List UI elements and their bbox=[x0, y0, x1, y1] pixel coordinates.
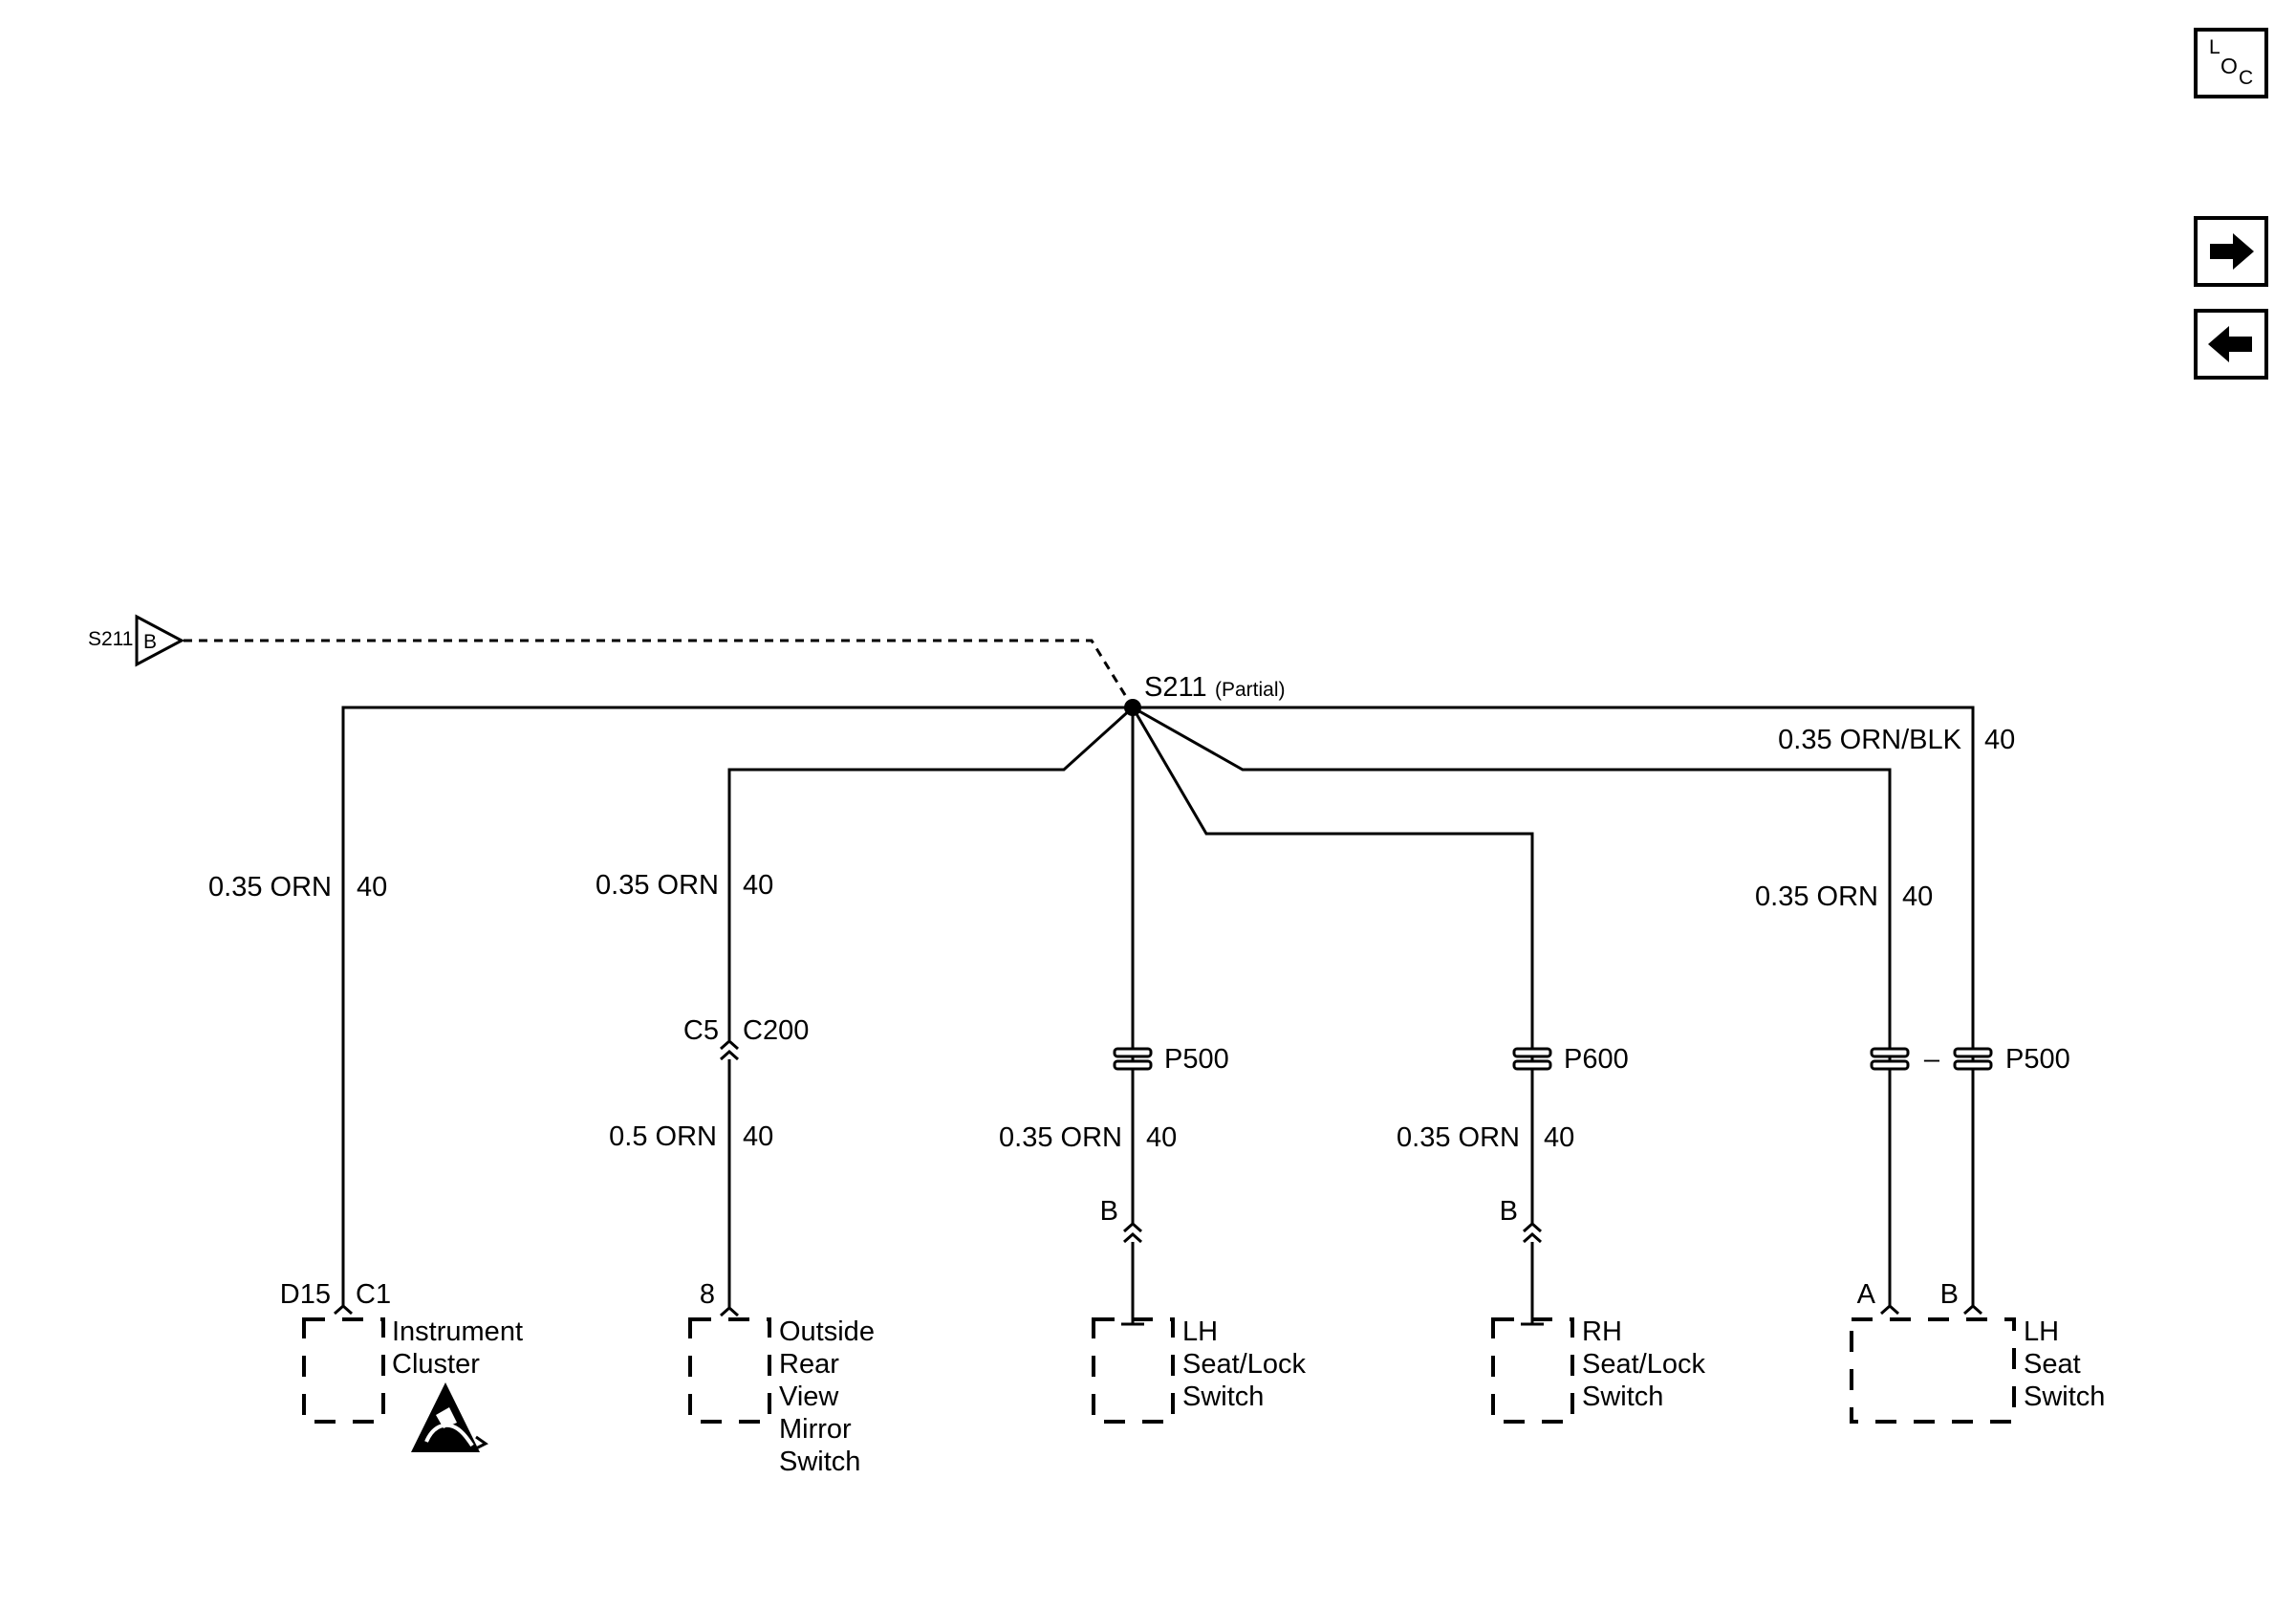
component-rh-seat-lock-switch[interactable]: RH Seat/Lock Switch bbox=[1491, 1316, 1705, 1424]
wire-mirror-lower-gauge: 0.5 ORN bbox=[609, 1121, 717, 1152]
offpage-letter: B bbox=[143, 631, 157, 653]
dashed-reference-line bbox=[184, 639, 1135, 708]
wire-lh-lock-gauge: 0.35 ORN bbox=[999, 1122, 1122, 1153]
wire-seat-b-gauge: 0.35 ORN/BLK bbox=[1778, 725, 1961, 755]
component-outside-mirror-switch[interactable]: Outside Rear View Mirror Switch bbox=[688, 1316, 875, 1477]
wire-rh-lock bbox=[1131, 707, 1534, 1224]
mirror-label-3: View bbox=[779, 1382, 839, 1412]
pin-instrument-conn: C1 bbox=[356, 1279, 391, 1310]
rh-lock-label-3: Switch bbox=[1582, 1382, 1663, 1412]
mirror-label-4: Mirror bbox=[779, 1414, 852, 1445]
pin-seat-b: B bbox=[1940, 1279, 1959, 1310]
component-lh-seat-lock-switch[interactable]: LH Seat/Lock Switch bbox=[1092, 1316, 1306, 1424]
pin-seat-a: A bbox=[1857, 1279, 1876, 1310]
pin-lh-lock: B bbox=[1100, 1196, 1118, 1227]
loc-letter-c: C bbox=[2239, 67, 2253, 89]
wire-instrument-circuit: 40 bbox=[357, 872, 387, 903]
previous-page-button[interactable] bbox=[2194, 309, 2268, 380]
pin-mirror: 8 bbox=[700, 1279, 715, 1310]
mirror-label-5: Switch bbox=[779, 1447, 860, 1477]
instrument-label-2: Cluster bbox=[392, 1349, 480, 1380]
terminal-instrument bbox=[334, 1303, 353, 1316]
pin-rh-lock: B bbox=[1500, 1196, 1518, 1227]
mirror-label-2: Rear bbox=[779, 1349, 839, 1380]
wire-mirror-upper bbox=[727, 706, 1135, 1040]
connector-p600-label: P600 bbox=[1564, 1044, 1629, 1075]
lh-lock-label-3: Switch bbox=[1182, 1382, 1264, 1412]
lh-seat-label-2: Seat bbox=[2024, 1349, 2081, 1380]
connector-c200-name: C200 bbox=[743, 1015, 809, 1046]
connector-p600: P600 bbox=[1512, 1044, 1629, 1075]
terminal-mirror bbox=[720, 1305, 739, 1317]
arrow-left-icon bbox=[2208, 326, 2252, 362]
connector-c200: C5 C200 bbox=[683, 1015, 809, 1061]
lh-seat-label-3: Switch bbox=[2024, 1382, 2105, 1412]
offpage-splice-label: S211 bbox=[88, 628, 134, 650]
wire-mirror-upper-circuit: 40 bbox=[743, 870, 773, 901]
wire-lh-lock-circuit: 40 bbox=[1146, 1122, 1177, 1153]
lh-seat-label-1: LH bbox=[2024, 1316, 2059, 1347]
terminal-lh-lock bbox=[1123, 1221, 1142, 1244]
terminal-seat-a bbox=[1880, 1303, 1899, 1316]
wire-seat-b bbox=[1133, 706, 1975, 1306]
rh-lock-label-1: RH bbox=[1582, 1316, 1622, 1347]
terminal-rh-lock bbox=[1523, 1221, 1542, 1244]
loc-letter-o: O bbox=[2220, 54, 2238, 78]
component-lh-seat-switch[interactable]: LH Seat Switch bbox=[1850, 1316, 2105, 1424]
wire-instrument-gauge: 0.35 ORN bbox=[208, 872, 332, 903]
loc-button[interactable]: L O C bbox=[2194, 28, 2268, 98]
rh-lock-label-2: Seat/Lock bbox=[1582, 1349, 1705, 1380]
connector-p500-lh-label: P500 bbox=[1164, 1044, 1229, 1075]
esd-sensitive-icon bbox=[411, 1382, 488, 1452]
offpage-triangle bbox=[135, 614, 185, 667]
wire-seat-b-circuit: 40 bbox=[1984, 725, 2015, 755]
connector-p500-seat-label: P500 bbox=[2005, 1044, 2070, 1075]
wire-seat-a-circuit: 40 bbox=[1902, 881, 1933, 912]
lh-lock-label-1: LH bbox=[1182, 1316, 1218, 1347]
connector-c200-pin: C5 bbox=[683, 1015, 719, 1046]
pin-instrument: D15 bbox=[280, 1279, 331, 1310]
loc-letter-l: L bbox=[2209, 36, 2220, 58]
wire-rh-lock-gauge: 0.35 ORN bbox=[1397, 1122, 1520, 1153]
next-page-button[interactable] bbox=[2194, 216, 2268, 287]
wire-seat-a-gauge: 0.35 ORN bbox=[1755, 881, 1878, 912]
splice-s211-dot bbox=[1124, 699, 1141, 716]
wire-seat-a bbox=[1132, 706, 1892, 1306]
wire-mirror-lower-circuit: 40 bbox=[743, 1121, 773, 1152]
wire-instrument-cluster bbox=[341, 706, 1133, 1306]
offpage-reference[interactable]: S211 B bbox=[88, 614, 185, 667]
splice-name: S211 bbox=[1144, 672, 1207, 703]
arrow-right-icon bbox=[2210, 233, 2254, 270]
wire-rh-lock-circuit: 40 bbox=[1544, 1122, 1574, 1153]
lh-lock-label-2: Seat/Lock bbox=[1182, 1349, 1306, 1380]
wire-mirror-upper-gauge: 0.35 ORN bbox=[596, 870, 719, 901]
connector-p500-seat: – P500 bbox=[1870, 1044, 2070, 1075]
connector-seat-dash: – bbox=[1924, 1044, 1940, 1075]
terminal-seat-b bbox=[1963, 1303, 1982, 1316]
component-instrument-cluster[interactable]: Instrument Cluster bbox=[302, 1316, 523, 1452]
connector-p500-lh: P500 bbox=[1113, 1044, 1229, 1075]
mirror-label-1: Outside bbox=[779, 1316, 875, 1347]
instrument-label-1: Instrument bbox=[392, 1316, 523, 1347]
splice-note: (Partial) bbox=[1215, 679, 1286, 701]
